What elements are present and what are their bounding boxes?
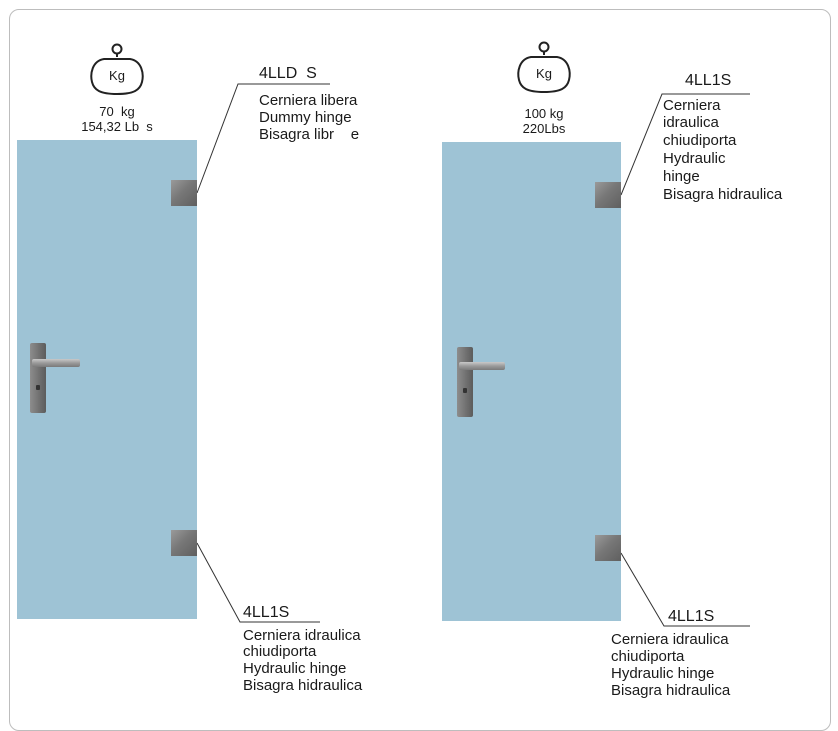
left-weight-kg: 70 kg (99, 104, 135, 119)
desc-line: Hydraulic hinge (611, 665, 715, 682)
right-weight-kg: 100 kg (524, 106, 564, 121)
desc-line: Cerniera idraulica (243, 627, 361, 644)
leader-left-top (196, 83, 330, 194)
right-top-hinge (595, 182, 621, 208)
desc-line: chiudiporta (663, 132, 737, 149)
right-handle-lever (459, 362, 505, 370)
right-bottom-hinge (595, 535, 621, 561)
leader-lines (196, 83, 750, 627)
weight-bag-icon: Kg (513, 40, 575, 94)
leader-right-top (620, 93, 750, 196)
left-handle-lever (32, 359, 80, 367)
left-bottom-hinge-code: 4LL1S (243, 604, 290, 621)
left-door (17, 140, 197, 619)
desc-line: Bisagra hidraulica (243, 677, 363, 694)
left-handle-plate (30, 343, 46, 413)
left-bottom-hinge (171, 530, 197, 556)
desc-line: chiudiporta (611, 648, 685, 665)
left-top-hinge (171, 180, 197, 206)
desc-line: Dummy hinge (259, 109, 352, 126)
weight-icon-label: Kg (536, 66, 552, 81)
right-weight-lbs: 220Lbs (522, 121, 566, 136)
desc-line: Hydraulic hinge (243, 660, 347, 677)
weight-icon-label: Kg (109, 68, 125, 83)
desc-line: Bisagra libr e (259, 126, 360, 143)
desc-line: Cerniera (663, 97, 721, 114)
desc-line: chiudiporta (243, 643, 317, 660)
left-keyhole (36, 385, 40, 390)
desc-line: hinge (663, 168, 700, 185)
desc-line: idraulica (663, 114, 719, 131)
desc-line: Bisagra hidraulica (663, 186, 783, 203)
desc-line: Cerniera idraulica (611, 631, 729, 648)
left-weight-lbs: 154,32 Lb s (81, 119, 153, 134)
leader-right-bottom (620, 552, 750, 627)
right-top-hinge-code: 4LL1S (685, 72, 732, 89)
right-bottom-hinge-code: 4LL1S (668, 608, 715, 625)
desc-line: Hydraulic (663, 150, 726, 167)
right-keyhole (463, 388, 467, 393)
right-handle-plate (457, 347, 473, 417)
desc-line: Cerniera libera (259, 92, 358, 109)
leader-left-bottom (196, 542, 320, 623)
desc-line: Bisagra hidraulica (611, 682, 731, 699)
weight-bag-icon: Kg (86, 42, 148, 96)
left-top-hinge-code: 4LLD S (259, 65, 317, 82)
